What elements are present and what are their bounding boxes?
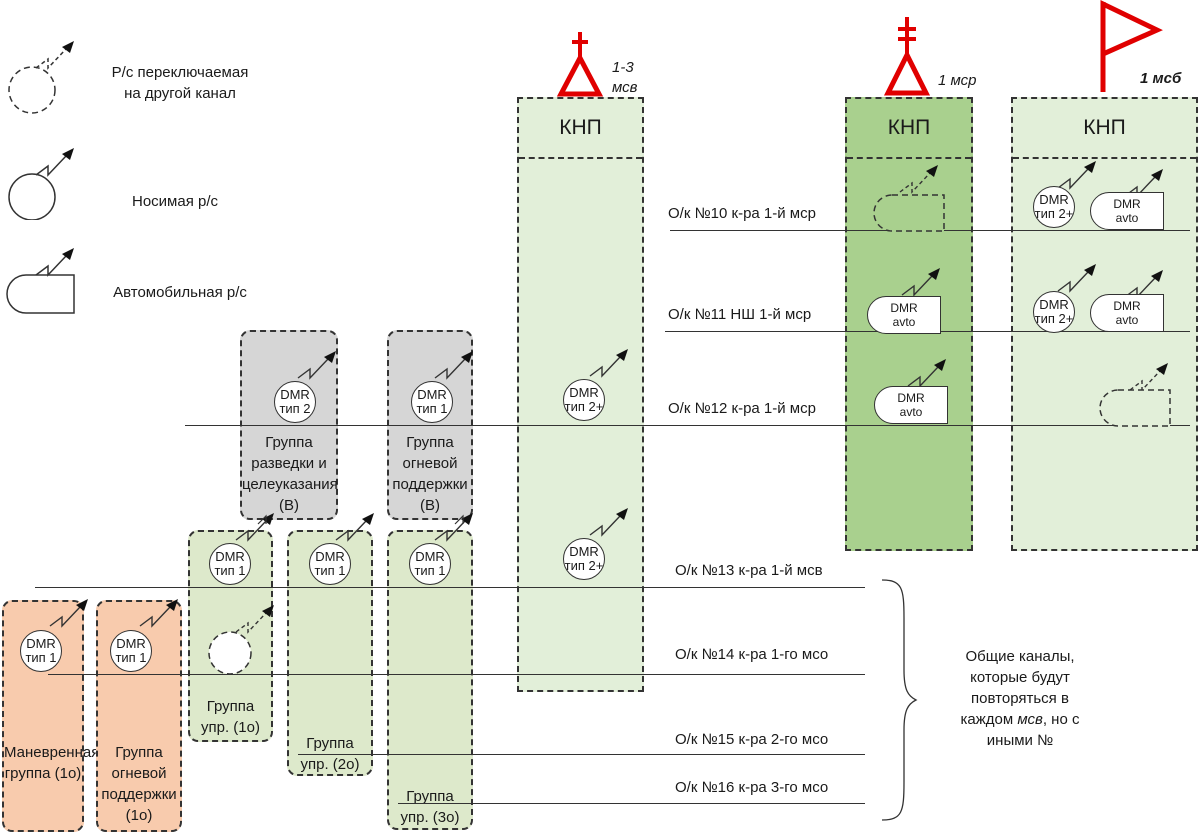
- legend-portable-label: Носимая р/с: [131, 193, 218, 210]
- shared-channels-note: Общие каналы, которые будут повторяться …: [940, 646, 1100, 751]
- group-fire-support-1-label: Группа огневой поддержки (1о): [101, 744, 177, 824]
- vehicle-type: avto: [892, 315, 916, 329]
- dmr-type: тип 2: [279, 401, 311, 416]
- channel-15-line: [298, 754, 865, 755]
- dmr-label: DMR: [417, 387, 447, 402]
- dmr-type: тип 1: [25, 650, 57, 665]
- vehicle-dmr-label: DMR: [1113, 197, 1141, 211]
- dmr-type: тип 1: [214, 563, 246, 578]
- dmr-label: DMR: [569, 385, 599, 400]
- channel-10-label: О/к №10 к-ра 1-й мср: [668, 205, 816, 222]
- group-control-1-label: Группа упр. (1о): [201, 698, 260, 736]
- dmr-label: DMR: [315, 549, 345, 564]
- legend-portable-icon: [8, 148, 74, 220]
- triangle-double-cross-icon: [883, 17, 931, 96]
- dmr-type: тип 2+: [564, 399, 604, 414]
- dmr-type: тип 1: [314, 563, 346, 578]
- note-line-4b: мсв: [1017, 711, 1043, 728]
- dmr-type: тип 2+: [1034, 311, 1074, 326]
- channel-12-label: О/к №12 к-ра 1-й мср: [668, 400, 816, 417]
- knp-msr-title: КНП: [847, 99, 971, 159]
- vehicle-type: avto: [1115, 211, 1139, 225]
- channel-11-label: О/к №11 НШ 1-й мср: [668, 306, 812, 323]
- channel-15-label: О/к №15 к-ра 2-го мсо: [675, 731, 829, 748]
- note-line-4a: каждом: [960, 711, 1018, 728]
- dmr-type: тип 1: [414, 563, 446, 578]
- dmr-label: DMR: [280, 387, 310, 402]
- legend-switchable-label: Р/с переключаемая на другой канал: [111, 64, 249, 102]
- dmr-label: DMR: [26, 636, 56, 651]
- channel-16-label: О/к №16 к-ра 3-го мсо: [675, 779, 829, 796]
- knp-msb-unit: 1 мсб: [1140, 70, 1182, 87]
- note-line-4: каждом мсв, но с: [940, 709, 1100, 730]
- legend-vehicle-icon: [6, 248, 75, 314]
- note-line-2: которые будут: [970, 669, 1070, 686]
- dmr-type: тип 1: [416, 401, 448, 416]
- knp-msb-title: КНП: [1013, 99, 1196, 159]
- legend-switchable-icon: [8, 41, 74, 114]
- group-control-2-label: Группа упр. (2о): [300, 735, 360, 773]
- knp-msv-title: КНП: [519, 99, 642, 159]
- dmr-label: DMR: [116, 636, 146, 651]
- vehicle-dmr-label: DMR: [897, 391, 925, 405]
- note-line-1: Общие каналы,: [965, 648, 1075, 665]
- vehicle-type: avto: [1115, 313, 1139, 327]
- note-line-3: повторяться в: [971, 690, 1069, 707]
- dmr-label: DMR: [569, 544, 599, 559]
- vehicle-dmr-label: DMR: [890, 301, 918, 315]
- channel-13-label: О/к №13 к-ра 1-й мсв: [675, 562, 823, 579]
- channel-13-line: [35, 587, 865, 588]
- group-control-3-label: Группа упр. (3о): [400, 788, 460, 826]
- note-line-5: иными №: [986, 732, 1054, 749]
- note-line-4c: , но с: [1042, 711, 1080, 728]
- dmr-label: DMR: [415, 549, 445, 564]
- group-recon-label: Группа разведки и целеуказания (В): [242, 434, 338, 514]
- channel-14-line: [48, 674, 865, 675]
- group-fire-support-v-label: Группа огневой поддержки (В): [392, 434, 468, 514]
- dmr-type: тип 2+: [1034, 206, 1074, 221]
- channel-12-line: [185, 425, 1190, 426]
- group-control-3-box: [387, 530, 473, 830]
- knp-msv-unit: 1-3 мсв: [612, 59, 638, 96]
- dmr-label: DMR: [1039, 192, 1069, 207]
- triangle-cross-icon: [556, 32, 604, 97]
- legend-vehicle-label: Автомобильная р/с: [113, 284, 247, 301]
- dmr-label: DMR: [1039, 297, 1069, 312]
- group-maneuver-label: Маневренная группа (1о): [4, 744, 100, 782]
- flag-icon: [1100, 0, 1163, 92]
- channel-14-label: О/к №14 к-ра 1-го мсо: [675, 646, 829, 663]
- curly-brace-icon: [881, 579, 918, 821]
- vehicle-type: avto: [899, 405, 923, 419]
- dmr-type: тип 2+: [564, 558, 604, 573]
- dmr-label: DMR: [215, 549, 245, 564]
- channel-16-line: [398, 803, 865, 804]
- knp-msr-unit: 1 мср: [938, 72, 977, 89]
- vehicle-dmr-label: DMR: [1113, 299, 1141, 313]
- dmr-type: тип 1: [115, 650, 147, 665]
